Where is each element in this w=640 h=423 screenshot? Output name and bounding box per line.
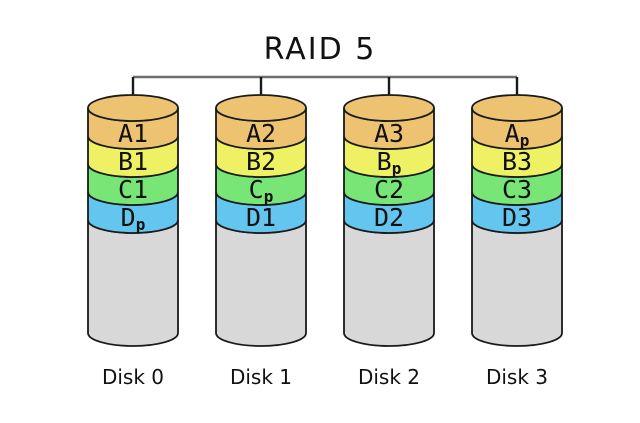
block-sub-text: p — [264, 187, 274, 206]
disk-3-body — [471, 219, 563, 347]
bus-vertical-lines — [131, 77, 519, 110]
disk-2-block-d-label: D2 — [374, 203, 404, 232]
disk-1-label: Disk 1 — [230, 365, 292, 389]
block-main-text: A — [505, 119, 520, 148]
disk-0-label: Disk 0 — [102, 365, 164, 389]
disk-2-cylinder — [343, 94, 435, 347]
block-sub-text: p — [392, 159, 402, 178]
block-main-text: A1 — [118, 119, 148, 148]
block-main-text: B3 — [502, 147, 532, 176]
disk-3-block-b-label: B3 — [502, 147, 532, 176]
block-main-text: B — [377, 147, 392, 176]
labels: A1 B1 C1 Dp Disk 0 A2 B2 Cp D1 Disk 1 A3… — [102, 119, 548, 389]
block-main-text: B2 — [246, 147, 276, 176]
disk-1-block-d-label: D1 — [246, 203, 276, 232]
block-main-text: A3 — [374, 119, 404, 148]
disk-0-top-ellipse — [87, 94, 179, 122]
disk-0-body — [87, 219, 179, 347]
disk-2-block-a-label: A3 — [374, 119, 404, 148]
block-main-text: D2 — [374, 203, 404, 232]
disk-0-block-d-label: Dp — [121, 203, 146, 234]
disk-2-block-c-label: C2 — [374, 175, 404, 204]
disk-2-body — [343, 219, 435, 347]
disk-3-block-c-label: C3 — [502, 175, 532, 204]
block-main-text: C3 — [502, 175, 532, 204]
disk-0-cylinder — [87, 94, 179, 347]
disk-0-block-c-label: C1 — [118, 175, 148, 204]
disk-2-top-ellipse — [343, 94, 435, 122]
bus — [131, 75, 519, 110]
disk-3-cylinder — [471, 94, 563, 347]
disk-0-block-b-label: B1 — [118, 147, 148, 176]
block-main-text: D1 — [246, 203, 276, 232]
diagram-title: RAID 5 — [264, 32, 377, 67]
disk-3-block-a-label: Ap — [505, 119, 530, 150]
disk-1-cylinder — [215, 94, 307, 347]
disk-1-body — [215, 219, 307, 347]
block-main-text: D — [121, 203, 136, 232]
block-main-text: D3 — [502, 203, 532, 232]
disk-1-block-b-label: B2 — [246, 147, 276, 176]
disk-0-block-a-label: A1 — [118, 119, 148, 148]
block-main-text: B1 — [118, 147, 148, 176]
block-main-text: C2 — [374, 175, 404, 204]
block-main-text: A2 — [246, 119, 276, 148]
disk-1-top-ellipse — [215, 94, 307, 122]
disk-3-top-ellipse — [471, 94, 563, 122]
disk-1-block-c-label: Cp — [249, 175, 274, 206]
disk-3-label: Disk 3 — [486, 365, 548, 389]
disk-2-label: Disk 2 — [358, 365, 420, 389]
block-sub-text: p — [520, 131, 530, 150]
block-sub-text: p — [136, 215, 146, 234]
disk-3-block-d-label: D3 — [502, 203, 532, 232]
block-main-text: C1 — [118, 175, 148, 204]
disk-1-block-a-label: A2 — [246, 119, 276, 148]
disk-2-block-b-label: Bp — [377, 147, 402, 178]
block-main-text: C — [249, 175, 264, 204]
